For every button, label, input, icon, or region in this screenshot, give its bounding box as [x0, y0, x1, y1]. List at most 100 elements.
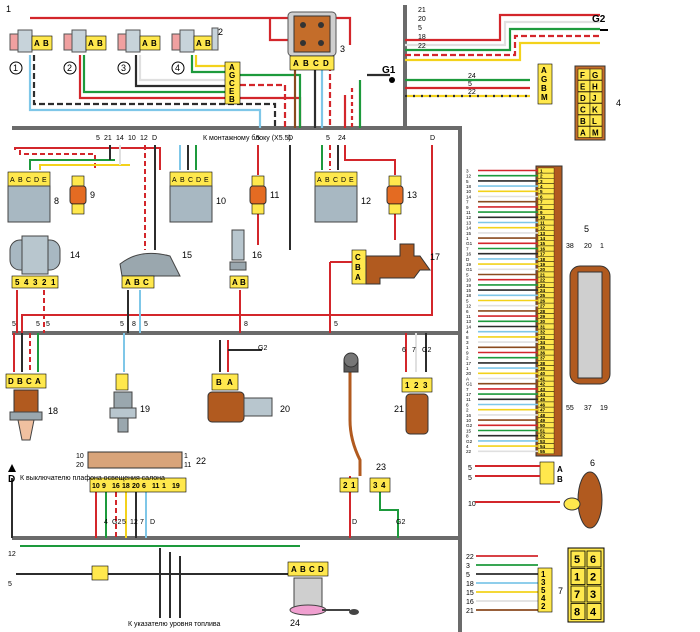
ecu-wire-label: 14	[466, 226, 472, 231]
lower-wires	[11, 333, 427, 538]
relay8-pin-c: C	[26, 177, 31, 184]
connector6-wire-5b: 5	[468, 475, 472, 482]
connector22-wire-d: D	[150, 519, 155, 526]
injector-1-pin-a: A	[34, 39, 40, 48]
connector4-grid-letter: F	[580, 71, 585, 80]
connector22-pin-label: 20	[132, 483, 140, 490]
ecu-drawing-label-1: 1	[600, 243, 604, 250]
sensor16-pin-a: A	[232, 278, 238, 287]
connector4-pin-b: B	[541, 84, 547, 93]
ecu-connector-5: 1234567891011121314151617181920212223242…	[466, 165, 611, 457]
mounting-block-note: К монтажному блоку (Х5.5)	[203, 134, 291, 142]
sensor-21: 6 7 G2 1 2 3 21	[394, 347, 433, 435]
ecu-drawing-label-20: 20	[584, 243, 592, 250]
lamp-note: D К выключателю плафона освещения салона	[8, 464, 165, 485]
top-right-wire-5: 5	[418, 25, 422, 32]
relay-blocks: A B C D E 8 A B C D E 10 A B C D E 12	[7, 171, 371, 223]
relay7-block-cell	[586, 568, 602, 585]
ecu-wire-label: 16	[466, 252, 472, 257]
sensor14-pin-3: 3	[33, 278, 38, 287]
sensor-17: C B A 17	[351, 243, 440, 285]
relay12-pin-b: B	[325, 177, 330, 184]
ecu-wire-label: 7	[466, 200, 469, 205]
ecu-pin-label: 15	[540, 241, 546, 246]
sensor20-pin-b: B	[216, 378, 222, 387]
relay7-block-number: 2	[590, 572, 596, 584]
ecu-wire-label: 13	[466, 220, 472, 225]
relay7-block-cell	[570, 550, 586, 568]
ecu-pin-label: 26	[540, 298, 546, 303]
sensor21-pin-1: 1	[405, 381, 410, 390]
ecu-wire-label: 19	[466, 262, 472, 267]
middle-wire-label-8: 5	[326, 135, 330, 142]
connector4-pin-g: G	[541, 75, 547, 84]
ground-g1-top: G1	[382, 65, 396, 83]
relay8-pin-b: B	[18, 177, 23, 184]
ecu-pin-label: 35	[540, 345, 546, 350]
connector4-grid-cell	[589, 68, 603, 81]
relay7-wire-label: 15	[466, 590, 474, 597]
middle-wire-label-2: 14	[116, 135, 124, 142]
component-number-6: 6	[590, 458, 595, 468]
sensor18-pin-a: A	[35, 377, 41, 386]
connector-top-pin-b: B	[229, 95, 235, 104]
injector-4-pin-b: B	[205, 39, 211, 48]
ecu-pin-label: 4	[540, 184, 543, 189]
sensor23-pin-3: 3	[373, 481, 378, 490]
ecu-wire-label: 8	[466, 434, 469, 439]
connector22-wire-5: 5	[122, 519, 126, 526]
ecu-pin-label: 36	[540, 350, 546, 355]
ecu-pin-label: 27	[540, 304, 546, 309]
connector6-pin-a: A	[557, 465, 563, 474]
ecu-wire-label: 16	[466, 413, 472, 418]
ecu-pin-label: 2	[540, 174, 543, 179]
injector-2: A B 2	[63, 29, 107, 75]
component-number-5: 5	[584, 224, 589, 234]
lamp-note-text: К выключателю плафона освещения салона	[20, 475, 165, 482]
ecu-pin-label: 30	[540, 319, 546, 324]
top-right-wire-labels: 21 20 5 18 22	[418, 7, 426, 50]
ecu-pin-label: 24	[540, 288, 546, 293]
ecu-wire-label: 9	[466, 350, 469, 355]
ignition-module-3: A B C D	[287, 11, 337, 71]
injector-3: A B 3	[117, 29, 161, 75]
sensor18-pin-b: B	[17, 377, 23, 386]
component-number-18: 18	[48, 406, 58, 416]
relay7-block-number: 7	[574, 589, 580, 601]
middle-wire-labels: 5 21 14 10 12 D 5 D 5 24 D	[96, 135, 435, 142]
ecu-pin-label: 53	[540, 439, 546, 444]
component-number-17: 17	[430, 252, 440, 262]
connector22-wire-4: 4	[104, 519, 108, 526]
ecu-wire-label: 20	[466, 371, 472, 376]
top-right-wire-22: 22	[418, 43, 426, 50]
ecu-wire-label: 10	[466, 418, 472, 423]
component-number-22: 22	[196, 456, 206, 466]
ecu-wire-label: 5	[466, 298, 469, 303]
relay7-block-number: 3	[590, 589, 596, 601]
injector-3-pin-a: A	[142, 39, 148, 48]
connector22-wire-g2: G2	[112, 519, 121, 526]
conn4-wire-22: 22	[468, 89, 476, 96]
ecu-wire-label: 18	[466, 293, 472, 298]
component-number-15: 15	[182, 250, 192, 260]
relay-10: A B C D E 10	[169, 171, 226, 223]
ecu-pin-label: 21	[540, 272, 546, 277]
ecu-wire-label: G2	[466, 439, 473, 444]
left-label-12: 12	[8, 551, 16, 558]
component-number-23: 23	[376, 462, 386, 472]
middle-wire-label-3: 10	[128, 135, 136, 142]
ecu-wire-label: 10	[466, 278, 472, 283]
relay7-block-cell	[586, 603, 602, 620]
relay7-wire-label: 3	[466, 563, 470, 570]
component-number-2: 2	[218, 27, 223, 37]
row3-wire-label-7: 5	[334, 321, 338, 328]
sensor23-pin-1: 1	[351, 481, 356, 490]
ecu-wire-label: 6	[466, 309, 469, 314]
connector22-pin-label: 18	[122, 483, 130, 490]
connector4-grid-letter: D	[580, 94, 586, 103]
ecu-pin-label: 54	[540, 444, 546, 449]
top-right-wire-21: 21	[418, 7, 426, 14]
connector22-left-bottom: 20	[76, 462, 84, 469]
sensor18-pin-d: D	[8, 377, 14, 386]
